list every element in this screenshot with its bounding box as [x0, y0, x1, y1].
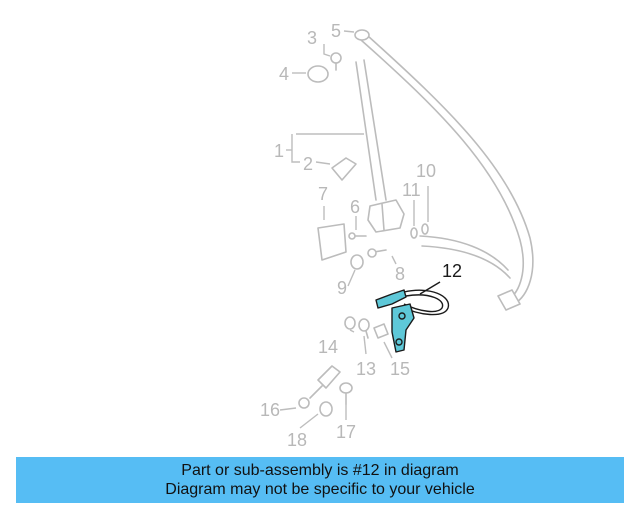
- trim-panel-7: [317, 223, 347, 261]
- washer-18: [319, 401, 333, 417]
- callout-15: 15: [390, 359, 410, 379]
- anchor-bolt-3: [330, 52, 342, 71]
- banner-line-1: Part or sub-assembly is #12 in diagram: [181, 462, 459, 479]
- parts-diagram: 1 2 3 4 5 6 7 8 9 10 11 12 13 14 15 16 1…: [260, 21, 534, 450]
- callout-4: 4: [279, 64, 289, 84]
- cover-15: [373, 323, 389, 339]
- callout-3: 3: [307, 28, 317, 48]
- washer-10: [421, 223, 429, 235]
- seat-belt-webbing: [355, 35, 534, 311]
- bolt-cover-4: [307, 65, 329, 83]
- callout-10: 10: [416, 161, 436, 181]
- bolt-6: [348, 232, 367, 240]
- spacer-9: [350, 254, 364, 270]
- callout-12: 12: [442, 261, 462, 281]
- bolt-17: [339, 382, 353, 405]
- callout-7: 7: [318, 184, 328, 204]
- leader-lines: [279, 30, 441, 429]
- buckle-16: [298, 365, 341, 409]
- callout-6: 6: [350, 197, 360, 217]
- callout-5: 5: [331, 21, 341, 41]
- callout-13: 13: [356, 359, 376, 379]
- bolt-13: [358, 318, 370, 339]
- banner-line-2: Diagram may not be specific to your vehi…: [165, 481, 475, 498]
- callout-14: 14: [318, 337, 338, 357]
- callout-2: 2: [303, 154, 313, 174]
- retractor-assembly: [367, 199, 405, 233]
- callout-8: 8: [395, 264, 405, 284]
- bolt-8: [367, 248, 387, 258]
- callout-17: 17: [336, 422, 356, 442]
- part-12-highlighted[interactable]: [375, 289, 450, 353]
- washer-11: [410, 227, 418, 239]
- callout-1: 1: [274, 141, 284, 161]
- info-banner: Part or sub-assembly is #12 in diagram D…: [16, 457, 624, 503]
- cap-14: [344, 316, 356, 330]
- callout-11: 11: [402, 180, 421, 200]
- callout-18: 18: [287, 430, 307, 450]
- callout-9: 9: [337, 278, 347, 298]
- guide-cover-2: [331, 157, 357, 181]
- callout-16: 16: [260, 400, 280, 420]
- cap-5: [354, 29, 370, 41]
